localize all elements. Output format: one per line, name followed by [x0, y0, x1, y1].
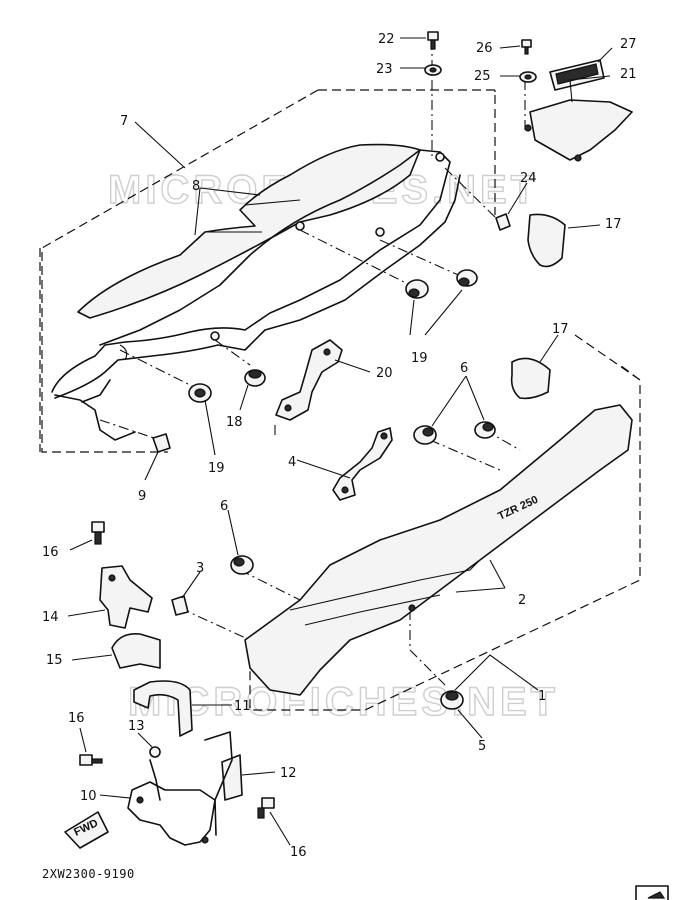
label-22: 22	[378, 32, 395, 47]
holder-12	[221, 754, 243, 801]
spacer-3	[171, 595, 189, 616]
group-outline-sidecover	[249, 334, 641, 711]
label-19-right: 19	[411, 351, 428, 366]
label-20: 20	[376, 366, 393, 381]
label-5: 5	[478, 739, 486, 754]
grommet-6-c	[230, 555, 254, 575]
label-10: 10	[80, 789, 97, 804]
cap-9	[152, 433, 171, 453]
label-25: 25	[474, 69, 491, 84]
forward-arrow-icon: FWD	[64, 811, 109, 849]
bolt-16-top	[91, 521, 105, 545]
label-16-left: 16	[68, 711, 85, 726]
label-4: 4	[288, 455, 296, 470]
cover-piece-17-bottom	[510, 357, 551, 400]
label-14: 14	[42, 610, 59, 625]
screw-22	[427, 31, 439, 50]
label-2: 2	[518, 593, 526, 608]
stay-13	[149, 746, 161, 758]
label-6-left: 6	[220, 499, 228, 514]
label-11: 11	[234, 699, 251, 714]
group-outline-seat	[39, 89, 496, 453]
clip-24	[495, 213, 511, 231]
damper-15	[111, 632, 161, 669]
watermark-bottom: MICROFICHES.NET	[128, 680, 559, 724]
label-19-left: 19	[208, 461, 225, 476]
label-13: 13	[128, 719, 145, 734]
label-26: 26	[476, 41, 493, 56]
label-17-bottom: 17	[552, 322, 569, 337]
cover-piece-17-top	[527, 213, 566, 268]
tail-piece-21	[529, 99, 633, 161]
label-21: 21	[620, 67, 637, 82]
label-7: 7	[120, 114, 128, 129]
label-9: 9	[138, 489, 146, 504]
bracket-4	[332, 427, 393, 501]
grommet-19-c	[456, 269, 478, 287]
washer-25	[519, 71, 537, 83]
drawing-code: 2XW2300-9190	[42, 867, 135, 881]
label-27: 27	[620, 37, 637, 52]
label-3: 3	[196, 561, 204, 576]
seat-cushion	[77, 143, 421, 319]
bolt-16-left	[79, 754, 103, 766]
grommet-5	[440, 690, 464, 710]
label-17-top: 17	[605, 217, 622, 232]
collar-18	[244, 369, 266, 387]
label-1: 1	[538, 689, 546, 704]
bolt-16-right	[257, 797, 275, 819]
washer-23	[424, 64, 442, 76]
label-12: 12	[280, 766, 297, 781]
corner-mark	[635, 885, 669, 900]
grommet-6-a	[413, 425, 437, 445]
side-cover	[244, 404, 633, 696]
label-8: 8	[192, 179, 200, 194]
label-15: 15	[46, 653, 63, 668]
label-16-right: 16	[290, 845, 307, 860]
label-16-top: 16	[42, 545, 59, 560]
label-18: 18	[226, 415, 243, 430]
seat-frame-rail	[51, 149, 451, 393]
label-6-top: 6	[460, 361, 468, 376]
label-23: 23	[376, 62, 393, 77]
bracket-20	[275, 339, 343, 421]
emblem-27	[549, 59, 605, 91]
label-24: 24	[520, 171, 537, 186]
grommet-19-b	[405, 279, 429, 299]
bracket-14	[99, 565, 153, 629]
frame-bracket-10	[127, 781, 216, 846]
grommet-19-a	[188, 383, 212, 403]
band-11	[133, 680, 193, 737]
grommet-6-b	[474, 421, 496, 439]
screw-26	[521, 39, 532, 55]
